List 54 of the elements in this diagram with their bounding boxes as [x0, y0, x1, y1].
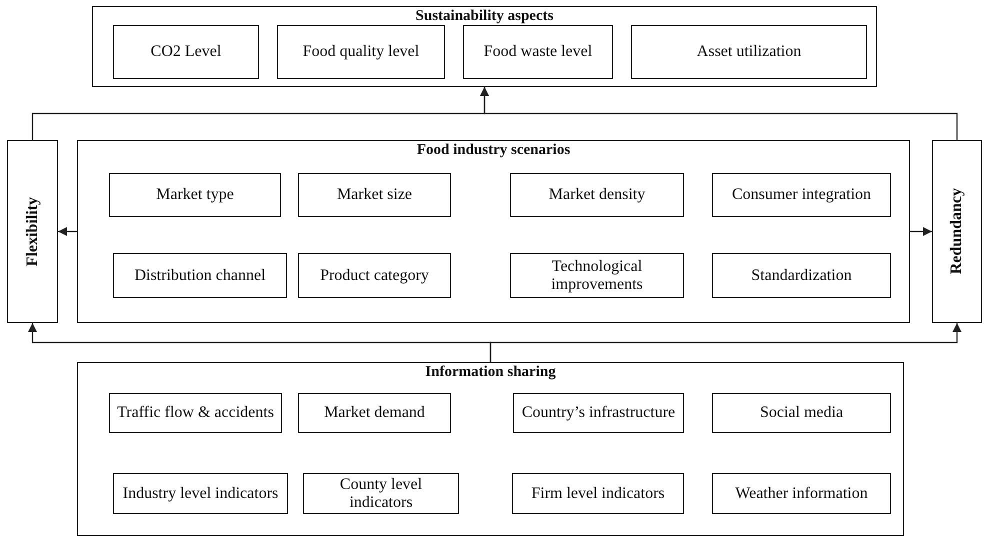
box-label: Product category: [319, 266, 430, 284]
group-title: Information sharing: [425, 365, 556, 380]
item-box: [303, 473, 459, 514]
box-label: Standardization: [750, 266, 853, 284]
box-label: Market density: [548, 186, 646, 204]
box-label: Weather information: [734, 484, 869, 502]
box-label: Country’s infrastructure: [520, 404, 676, 422]
box-label: Distribution channel: [133, 266, 267, 284]
box-label: CO2 Level: [150, 43, 222, 61]
item-box: [298, 253, 451, 298]
item-box: [463, 25, 613, 79]
arrow: [910, 227, 932, 236]
box-label: Social media: [758, 404, 844, 422]
arrow: [480, 87, 958, 140]
box-label: Market size: [336, 186, 414, 204]
box-label: Flexibility: [24, 196, 42, 266]
arrow: [58, 227, 77, 236]
item-box: [109, 173, 281, 217]
group-box: [77, 362, 904, 536]
box-label: Asset utilization: [696, 43, 802, 61]
item-box: [113, 253, 287, 298]
group-box: [92, 6, 877, 87]
item-box: [512, 473, 684, 514]
box-label: Traffic flow & accidents: [116, 404, 275, 422]
group-box: [77, 140, 910, 323]
box-label: Firm level indicators: [530, 484, 666, 502]
item-box: [510, 173, 684, 217]
item-box: [513, 393, 684, 433]
item-box: [712, 253, 891, 298]
vertical-box: [932, 140, 982, 323]
box-label: Technological improvements: [550, 258, 644, 294]
item-box: [109, 393, 282, 433]
item-box: [510, 253, 684, 298]
arrow: [490, 323, 962, 362]
item-box: [712, 393, 891, 433]
box-label: Food waste level: [482, 43, 594, 61]
item-box: [631, 25, 867, 79]
item-box: [277, 25, 445, 79]
item-box: [113, 25, 259, 79]
box-label: Consumer integration: [730, 186, 872, 204]
box-label: Food quality level: [302, 43, 420, 61]
group-title: Food industry scenarios: [416, 143, 570, 158]
box-label: Redundancy: [948, 188, 966, 275]
item-box: [712, 173, 891, 217]
item-box: [712, 473, 891, 514]
item-box: [113, 473, 288, 514]
box-label: Market demand: [323, 404, 426, 422]
item-box: [298, 173, 451, 217]
box-label: Market type: [155, 186, 235, 204]
item-box: [298, 393, 451, 433]
vertical-box: [7, 140, 58, 323]
group-title: Sustainability aspects: [416, 9, 554, 24]
box-label: Industry level indicators: [122, 484, 280, 502]
box-label: County level indicators: [338, 476, 424, 512]
